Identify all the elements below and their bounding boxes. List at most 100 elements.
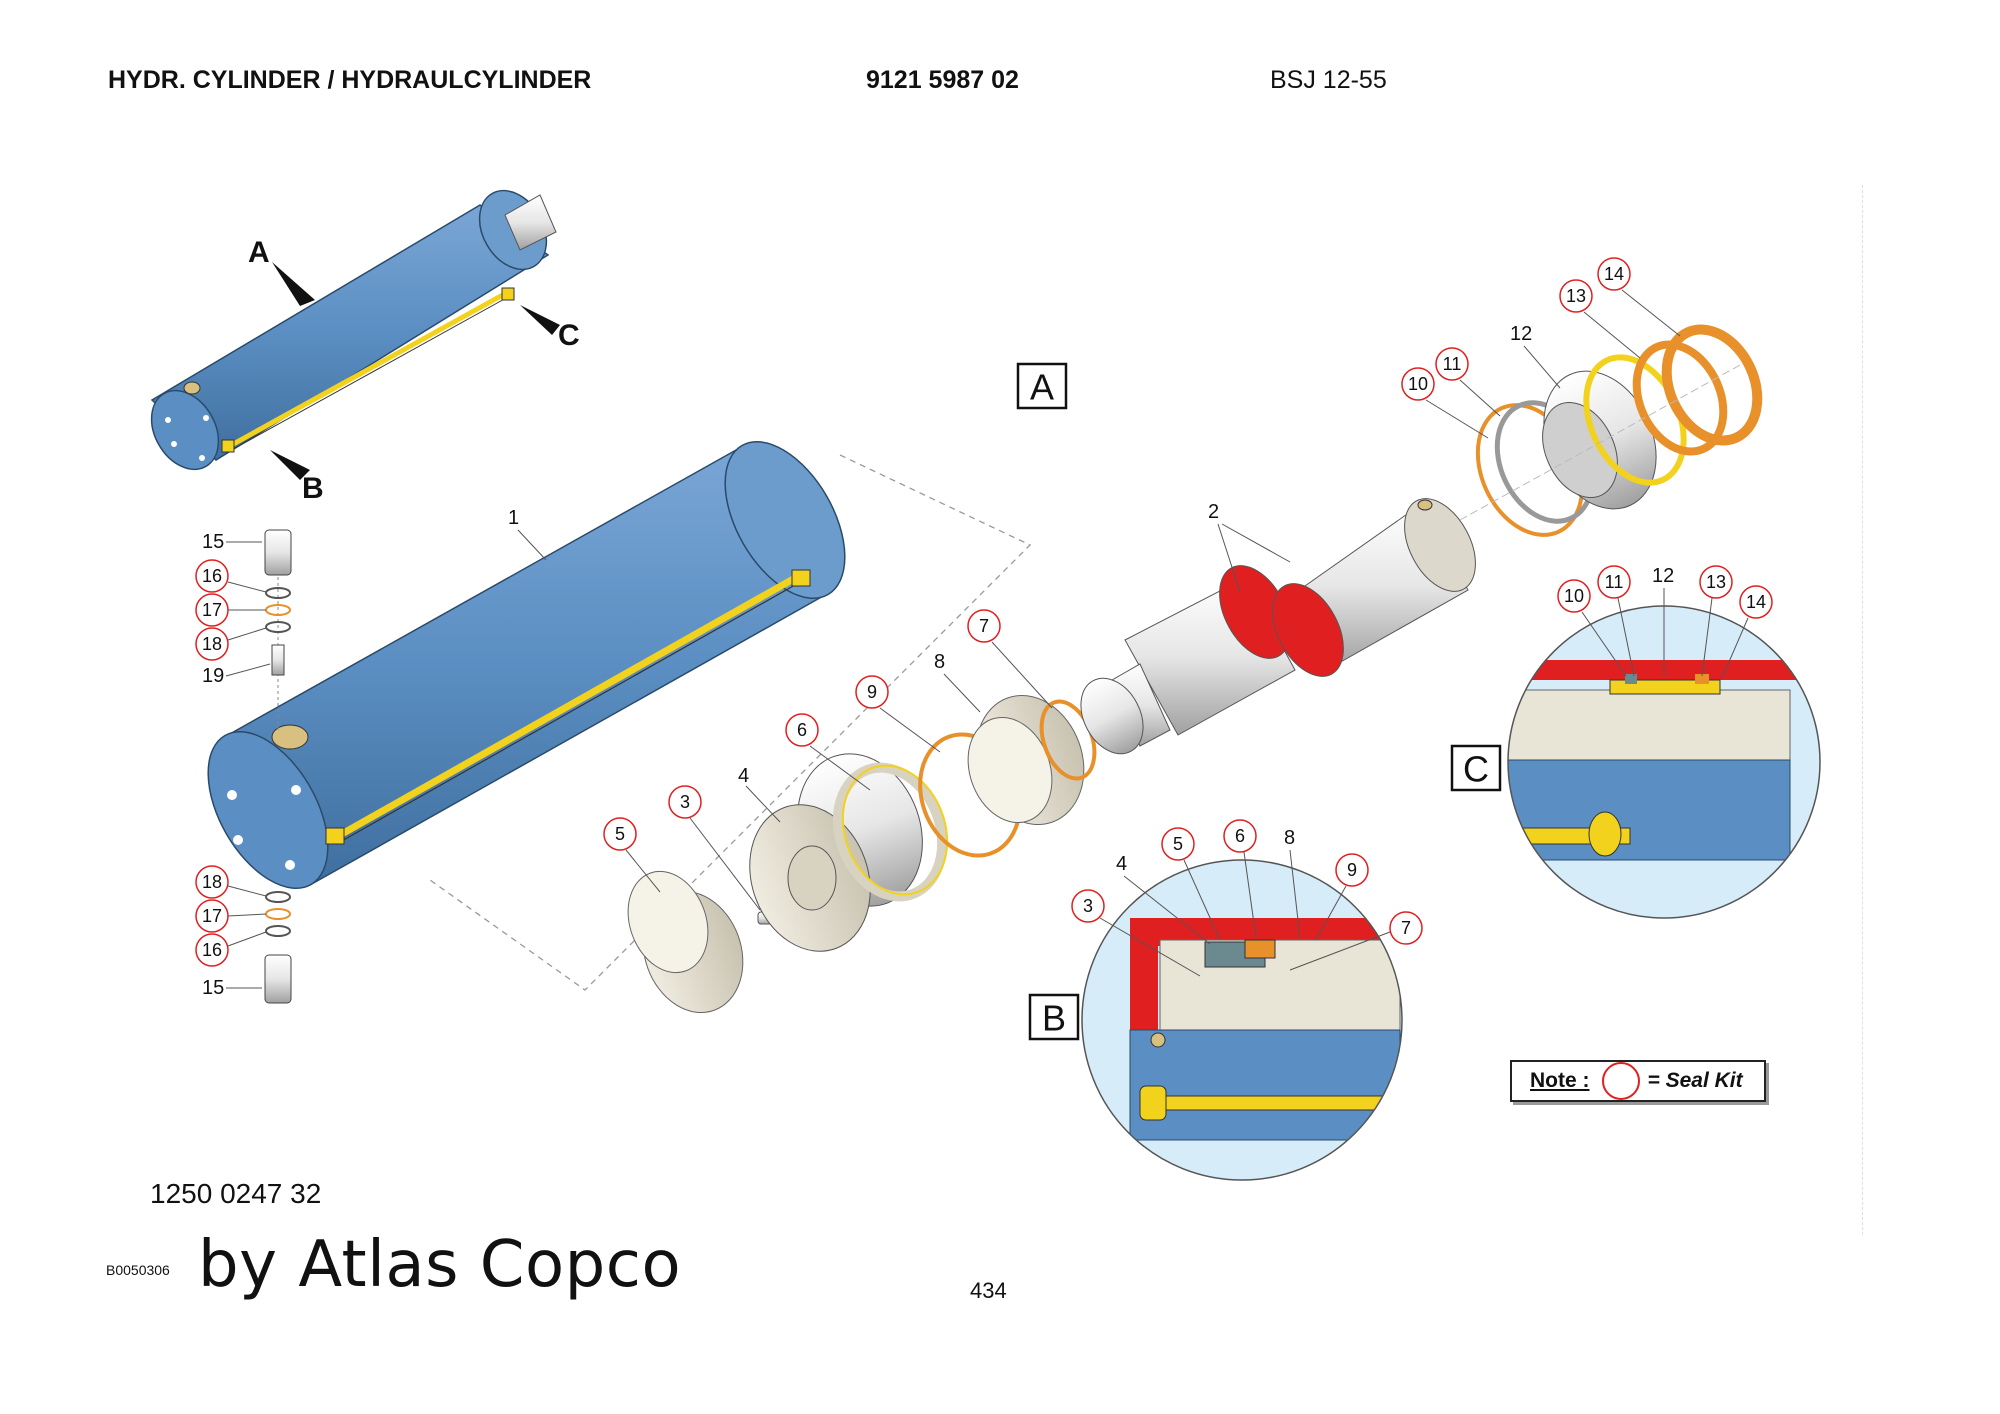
seal-callout-6-detail-b: 6 bbox=[1223, 819, 1257, 939]
seal-callout-16-bottom: 16 bbox=[195, 931, 267, 967]
view-b-box: B bbox=[1028, 993, 1080, 1041]
seal-callout-5-detail-b: 5 bbox=[1161, 827, 1221, 941]
view-c-box: C bbox=[1450, 744, 1502, 792]
part-8-bushing bbox=[967, 694, 1085, 826]
svg-text:12: 12 bbox=[1652, 565, 1674, 587]
part-number: 9121 5987 02 bbox=[866, 66, 1019, 94]
seal-callout-14-detail-c: 14 bbox=[1721, 585, 1773, 679]
pointer-c-label: C bbox=[558, 319, 580, 352]
callout-8-detail-b: 8 bbox=[1284, 827, 1301, 939]
svg-text:17: 17 bbox=[202, 600, 222, 620]
svg-text:11: 11 bbox=[1443, 354, 1462, 374]
seal-callout-17-bottom: 17 bbox=[195, 899, 267, 933]
note-text: = Seal Kit bbox=[1647, 1069, 1743, 1092]
seal-callout-18-top: 18 bbox=[195, 627, 267, 661]
note-label: Note : bbox=[1530, 1069, 1590, 1092]
pointer-a: A bbox=[248, 236, 315, 306]
callout-19: 19 bbox=[202, 663, 271, 687]
seal-callout-16-top: 16 bbox=[195, 559, 267, 593]
callout-2: 2 bbox=[1208, 501, 1291, 593]
seal-callout-10-detail-c: 10 bbox=[1557, 579, 1627, 677]
svg-text:7: 7 bbox=[1401, 918, 1411, 938]
detail-c bbox=[1508, 606, 1820, 918]
svg-text:6: 6 bbox=[1235, 826, 1245, 846]
axis-line bbox=[1459, 364, 1741, 521]
port-fittings bbox=[264, 529, 292, 1004]
seal-callout-18-bottom: 18 bbox=[195, 865, 267, 899]
svg-text:8: 8 bbox=[934, 651, 945, 673]
document-number: 1250 0247 32 bbox=[150, 1178, 322, 1209]
svg-text:16: 16 bbox=[202, 940, 222, 960]
pointer-b: B bbox=[270, 450, 324, 505]
callout-12: 12 bbox=[1510, 323, 1561, 389]
svg-text:13: 13 bbox=[1706, 572, 1726, 592]
callout-15-bottom: 15 bbox=[202, 977, 262, 999]
svg-text:1: 1 bbox=[508, 507, 519, 529]
svg-text:9: 9 bbox=[1347, 860, 1357, 880]
svg-text:18: 18 bbox=[202, 634, 222, 654]
seal-callout-7: 7 bbox=[967, 609, 1053, 709]
seal-callout-3-detail-b: 3 bbox=[1071, 889, 1201, 977]
seal-callout-9: 9 bbox=[855, 675, 941, 753]
svg-text:4: 4 bbox=[738, 765, 749, 787]
seal-kit-circle-icon bbox=[1601, 1062, 1640, 1100]
svg-text:16: 16 bbox=[202, 566, 222, 586]
page-title: HYDR. CYLINDER / HYDRAULCYLINDER bbox=[108, 66, 592, 94]
seal-callout-3: 3 bbox=[668, 785, 761, 911]
part-2-piston-rod bbox=[1080, 498, 1476, 755]
part-14-wiper bbox=[1661, 324, 1763, 446]
svg-text:4: 4 bbox=[1116, 853, 1127, 875]
svg-text:7: 7 bbox=[979, 616, 989, 636]
pointer-b-label: B bbox=[302, 472, 324, 505]
margin-line bbox=[1862, 185, 1863, 1235]
svg-text:3: 3 bbox=[680, 792, 690, 812]
svg-text:14: 14 bbox=[1604, 264, 1624, 284]
svg-text:11: 11 bbox=[1605, 572, 1624, 592]
seal-callout-13-detail-c: 13 bbox=[1699, 565, 1733, 677]
svg-text:14: 14 bbox=[1746, 592, 1766, 612]
seal-callout-7-detail-b: 7 bbox=[1289, 911, 1423, 971]
svg-text:8: 8 bbox=[1284, 827, 1295, 849]
callout-4-detail-b: 4 bbox=[1116, 853, 1211, 945]
svg-text:9: 9 bbox=[867, 682, 877, 702]
svg-text:5: 5 bbox=[615, 824, 625, 844]
view-a-box: A bbox=[1016, 362, 1068, 410]
view-c-label: C bbox=[1463, 749, 1489, 790]
part-13-seal bbox=[1632, 340, 1728, 456]
callout-4: 4 bbox=[738, 765, 781, 823]
svg-text:5: 5 bbox=[1173, 834, 1183, 854]
view-b-label: B bbox=[1042, 998, 1066, 1039]
svg-text:19: 19 bbox=[202, 665, 224, 687]
svg-text:3: 3 bbox=[1083, 896, 1093, 916]
detail-b-frame bbox=[1081, 859, 1403, 1181]
seal-callout-17-top: 17 bbox=[195, 593, 266, 627]
model-code: BSJ 12-55 bbox=[1270, 66, 1387, 94]
seal-callout-6: 6 bbox=[785, 713, 871, 791]
page-number: 434 bbox=[970, 1278, 1007, 1303]
seal-callout-11-detail-c: 11 bbox=[1597, 565, 1635, 677]
seal-callout-5: 5 bbox=[603, 817, 661, 893]
part-5-guide-ring bbox=[627, 870, 744, 1014]
svg-text:18: 18 bbox=[202, 872, 222, 892]
svg-text:15: 15 bbox=[202, 977, 224, 999]
part-12-gland bbox=[1542, 354, 1687, 510]
detail-b bbox=[1082, 860, 1402, 1180]
pointer-c: C bbox=[520, 305, 580, 352]
svg-text:10: 10 bbox=[1408, 374, 1428, 394]
svg-text:2: 2 bbox=[1208, 501, 1219, 523]
svg-text:10: 10 bbox=[1564, 586, 1584, 606]
svg-text:6: 6 bbox=[797, 720, 807, 740]
callout-12-detail-c: 12 bbox=[1652, 565, 1674, 676]
cylinder-barrel bbox=[207, 441, 846, 889]
seal-callout-13: 13 bbox=[1559, 279, 1641, 359]
callout-1: 1 bbox=[508, 507, 547, 561]
seal-callout-10: 10 bbox=[1401, 367, 1489, 439]
part-6-seal bbox=[832, 762, 949, 902]
svg-text:17: 17 bbox=[202, 906, 222, 926]
brand-text: by Atlas Copco bbox=[198, 1228, 682, 1302]
image-code: B0050306 bbox=[106, 1262, 170, 1278]
seal-callout-11: 11 bbox=[1435, 347, 1501, 417]
seal-kit-legend: Note : = Seal Kit bbox=[1510, 1060, 1766, 1102]
seal-callout-9-detail-b: 9 bbox=[1315, 853, 1369, 941]
